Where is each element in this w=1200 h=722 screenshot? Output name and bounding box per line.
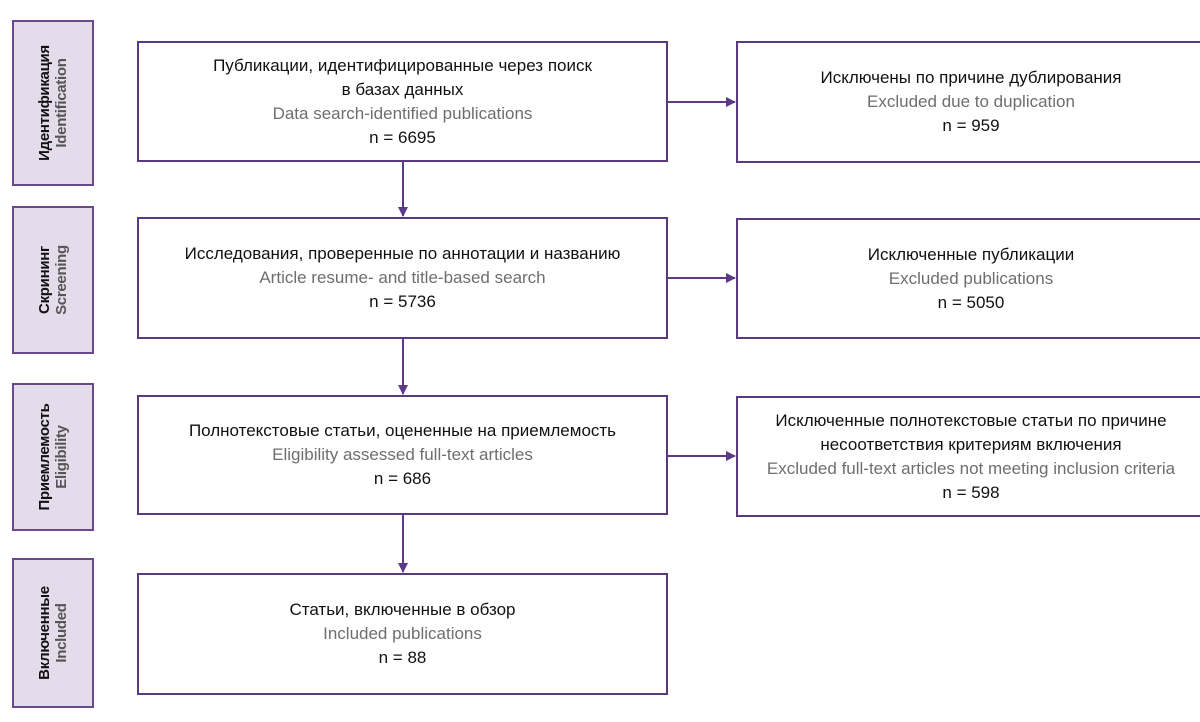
box-en-text: Excluded due to duplication xyxy=(867,92,1075,111)
box-ru-text: Исключены по причине дублирования xyxy=(820,68,1122,87)
box-count: n = 6695 xyxy=(369,127,436,147)
box-ru-text: несоответствия критериям включения xyxy=(820,434,1122,454)
stage-screening: Скрининг Screening xyxy=(12,206,94,354)
box-identified: Публикации, идентифицированные через пои… xyxy=(137,41,668,162)
box-screened: Исследования, проверенные по аннотации и… xyxy=(137,217,668,339)
box-eligibility: Полнотекстовые статьи, оцененные на прие… xyxy=(137,395,668,515)
box-ru-text: в базах данных xyxy=(341,79,464,99)
box-ru-text: Исключенные полнотекстовые статьи по при… xyxy=(775,410,1167,430)
box-en-text: Excluded publications xyxy=(888,268,1054,288)
box-en-text: Article resume- and title-based search xyxy=(259,268,546,287)
stage-eligibility: Приемлемость Eligibility xyxy=(12,383,94,531)
box-en-text: Eligibility assessed full-text articles xyxy=(272,445,533,464)
box-ru-text: Публикации, идентифицированные через пои… xyxy=(213,55,592,75)
stage-included: Включенные Included xyxy=(12,558,94,708)
box-count: n = 686 xyxy=(373,469,432,488)
box-en-text: Included publications xyxy=(323,624,482,643)
box-excluded-screening: Исключенные публикации Excluded publicat… xyxy=(736,218,1200,339)
stage-identification: Идентификация Identification xyxy=(12,20,94,186)
box-en-text: Data search-identified publications xyxy=(272,103,533,123)
box-count: n = 959 xyxy=(942,116,1000,135)
box-ru-text: Полнотекстовые статьи, оцененные на прие… xyxy=(188,421,617,440)
box-en-text: Excluded full-text articles not meeting … xyxy=(766,458,1176,478)
box-excluded-fulltext: Исключенные полнотекстовые статьи по при… xyxy=(736,396,1200,517)
box-count: n = 88 xyxy=(378,648,427,667)
box-count: n = 5050 xyxy=(937,292,1005,312)
box-included: Статьи, включенные в обзор Included publ… xyxy=(137,573,668,695)
box-count: n = 5736 xyxy=(369,292,436,311)
box-count: n = 598 xyxy=(942,482,1000,502)
box-ru-text: Исследования, проверенные по аннотации и… xyxy=(184,244,621,263)
box-excluded-duplicates: Исключены по причине дублирования Exclud… xyxy=(736,41,1200,163)
box-ru-text: Статьи, включенные в обзор xyxy=(289,600,516,619)
box-ru-text: Исключенные публикации xyxy=(867,244,1075,264)
